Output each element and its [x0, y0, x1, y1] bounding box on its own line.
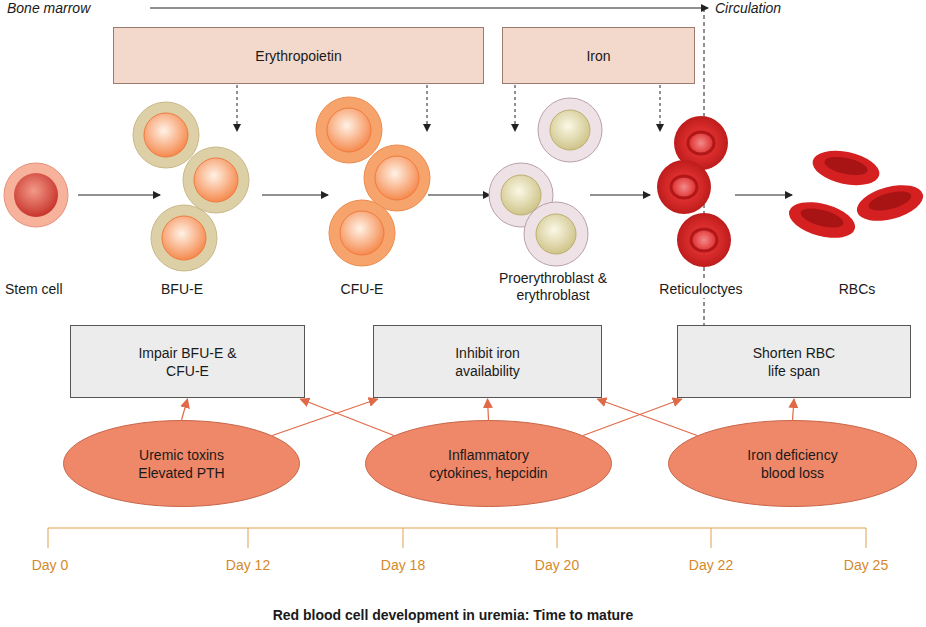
node-text: blood loss [761, 464, 824, 482]
ellipse-shape [63, 420, 300, 507]
effect-box: Inhibit iron availability [373, 325, 602, 398]
timeline-label: Day 25 [842, 557, 890, 574]
node-text: Uremic toxins [139, 446, 224, 464]
ellipse-shape [365, 420, 612, 507]
figure-caption: Red blood cell development in uremia: Ti… [271, 607, 636, 624]
region-label: Circulation [713, 0, 783, 17]
stem-cell [4, 163, 68, 227]
growth-factor-box: Iron [502, 27, 695, 84]
cfu-e-cells [316, 97, 430, 266]
stage-label: BFU-E [159, 281, 205, 298]
cause-ellipse: Inflammatory cytokines, hepcidin [365, 420, 612, 507]
growth-factor-box: Erythropoietin [113, 27, 484, 84]
ellipse-shape [668, 420, 917, 507]
stage-label: Stem cell [3, 281, 65, 298]
timeline-label: Day 18 [379, 557, 427, 574]
timeline [48, 528, 866, 548]
cause-ellipse: Uremic toxinsElevated PTH [63, 420, 300, 507]
cause-arrow [272, 399, 377, 436]
cause-arrow [793, 399, 795, 420]
node-text: Inhibit iron availability [444, 344, 532, 380]
node-text: Erythropoietin [255, 47, 341, 65]
cause-arrow [488, 399, 489, 420]
node-text: Iron deficiency [747, 446, 837, 464]
node-text: Inflammatory cytokines, hepcidin [420, 446, 558, 482]
timeline-label: Day 20 [533, 557, 581, 574]
reticulocytes [657, 116, 731, 267]
effect-box: Impair BFU-E & CFU-E [70, 325, 305, 398]
erythroblast-cells [489, 98, 602, 266]
node-text: Elevated PTH [138, 464, 224, 482]
node-text: Iron [586, 47, 610, 65]
cause-arrow [583, 399, 682, 436]
cause-arrow [597, 399, 697, 436]
stage-label: RBCs [837, 281, 878, 298]
region-label: Bone marrow [5, 0, 92, 17]
node-text: Impair BFU-E & CFU-E [132, 344, 244, 380]
cause-arrow [182, 399, 188, 420]
node-text: Shorten RBC life span [746, 344, 842, 380]
stage-label: Proerythroblast & erythroblast [485, 270, 621, 304]
timeline-label: Day 12 [224, 557, 272, 574]
bfu-e-cells [133, 102, 249, 271]
timeline-label: Day 0 [30, 557, 71, 574]
red-blood-cells [785, 145, 926, 244]
cause-arrow [300, 399, 394, 436]
cause-ellipse: Iron deficiencyblood loss [668, 420, 917, 507]
stage-label: Reticuloctyes [657, 281, 744, 298]
stage-label: CFU-E [339, 281, 386, 298]
effect-box: Shorten RBC life span [677, 325, 911, 398]
timeline-label: Day 22 [687, 557, 735, 574]
